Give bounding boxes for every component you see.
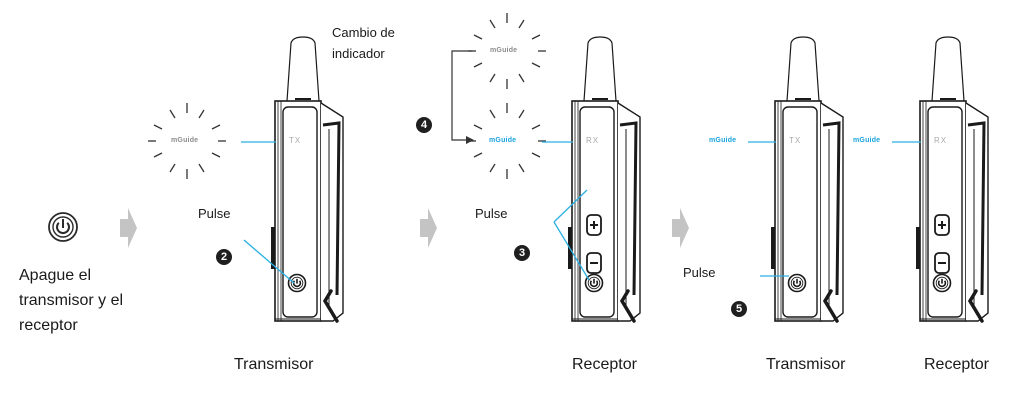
next-step-arrow xyxy=(672,208,689,248)
pulse-leader-line-plus xyxy=(553,189,588,223)
transmitter-device-final xyxy=(769,35,845,323)
indicator-change-note: Cambio de indicador xyxy=(332,22,395,64)
pulse-label: Pulse xyxy=(198,206,231,221)
change-bracket-arrow xyxy=(451,50,472,141)
mguide-indicator-tx: mGuide xyxy=(709,137,737,144)
step-badge-5: 5 xyxy=(731,301,747,317)
step-badge-4: 4 xyxy=(416,117,432,133)
step-badge-3: 3 xyxy=(514,245,530,261)
caption-receptor: Receptor xyxy=(572,356,637,373)
minus-button-icon xyxy=(934,252,950,274)
mguide-indicator-after: mGuide xyxy=(489,137,517,144)
plus-button-icon xyxy=(934,214,950,236)
next-step-arrow xyxy=(420,208,437,248)
device-label-tx: TX xyxy=(289,136,302,145)
next-step-arrow xyxy=(120,208,137,248)
mguide-indicator-rx: mGuide xyxy=(853,137,881,144)
mguide-indicator-label: mGuide xyxy=(171,137,199,144)
caption-transmisor: Transmisor xyxy=(766,356,846,373)
caption-receptor: Receptor xyxy=(924,356,989,373)
arrowhead-icon xyxy=(466,136,474,144)
power-icon-large xyxy=(48,212,78,242)
pulse-label: Pulse xyxy=(475,206,508,221)
caption-transmisor: Transmisor xyxy=(234,356,314,373)
power-button-icon xyxy=(787,273,807,293)
device-label-tx: TX xyxy=(789,136,802,145)
power-button-icon xyxy=(932,273,952,293)
device-label-rx: RX xyxy=(586,136,600,145)
note-line: indicador xyxy=(332,46,385,61)
instruction-line: Apague el xyxy=(19,267,92,284)
minus-button-icon xyxy=(586,252,602,274)
instruction-line: transmisor y el xyxy=(19,292,124,309)
power-button-icon xyxy=(584,273,604,293)
step1-instruction: Apague el transmisor y el receptor xyxy=(19,263,123,338)
step-badge-2: 2 xyxy=(216,249,232,265)
plus-button-icon xyxy=(586,214,602,236)
mguide-indicator-before: mGuide xyxy=(490,47,518,54)
pulse-leader-line xyxy=(243,239,295,284)
power-button-icon xyxy=(287,273,307,293)
note-line: Cambio de xyxy=(332,25,395,40)
pulse-leader-line-power xyxy=(553,221,590,281)
pulse-label: Pulse xyxy=(683,265,716,280)
receiver-device xyxy=(566,35,642,323)
device-label-rx: RX xyxy=(934,136,948,145)
transmitter-device xyxy=(269,35,345,323)
instruction-line: receptor xyxy=(19,317,78,334)
receiver-device-final xyxy=(914,35,990,323)
